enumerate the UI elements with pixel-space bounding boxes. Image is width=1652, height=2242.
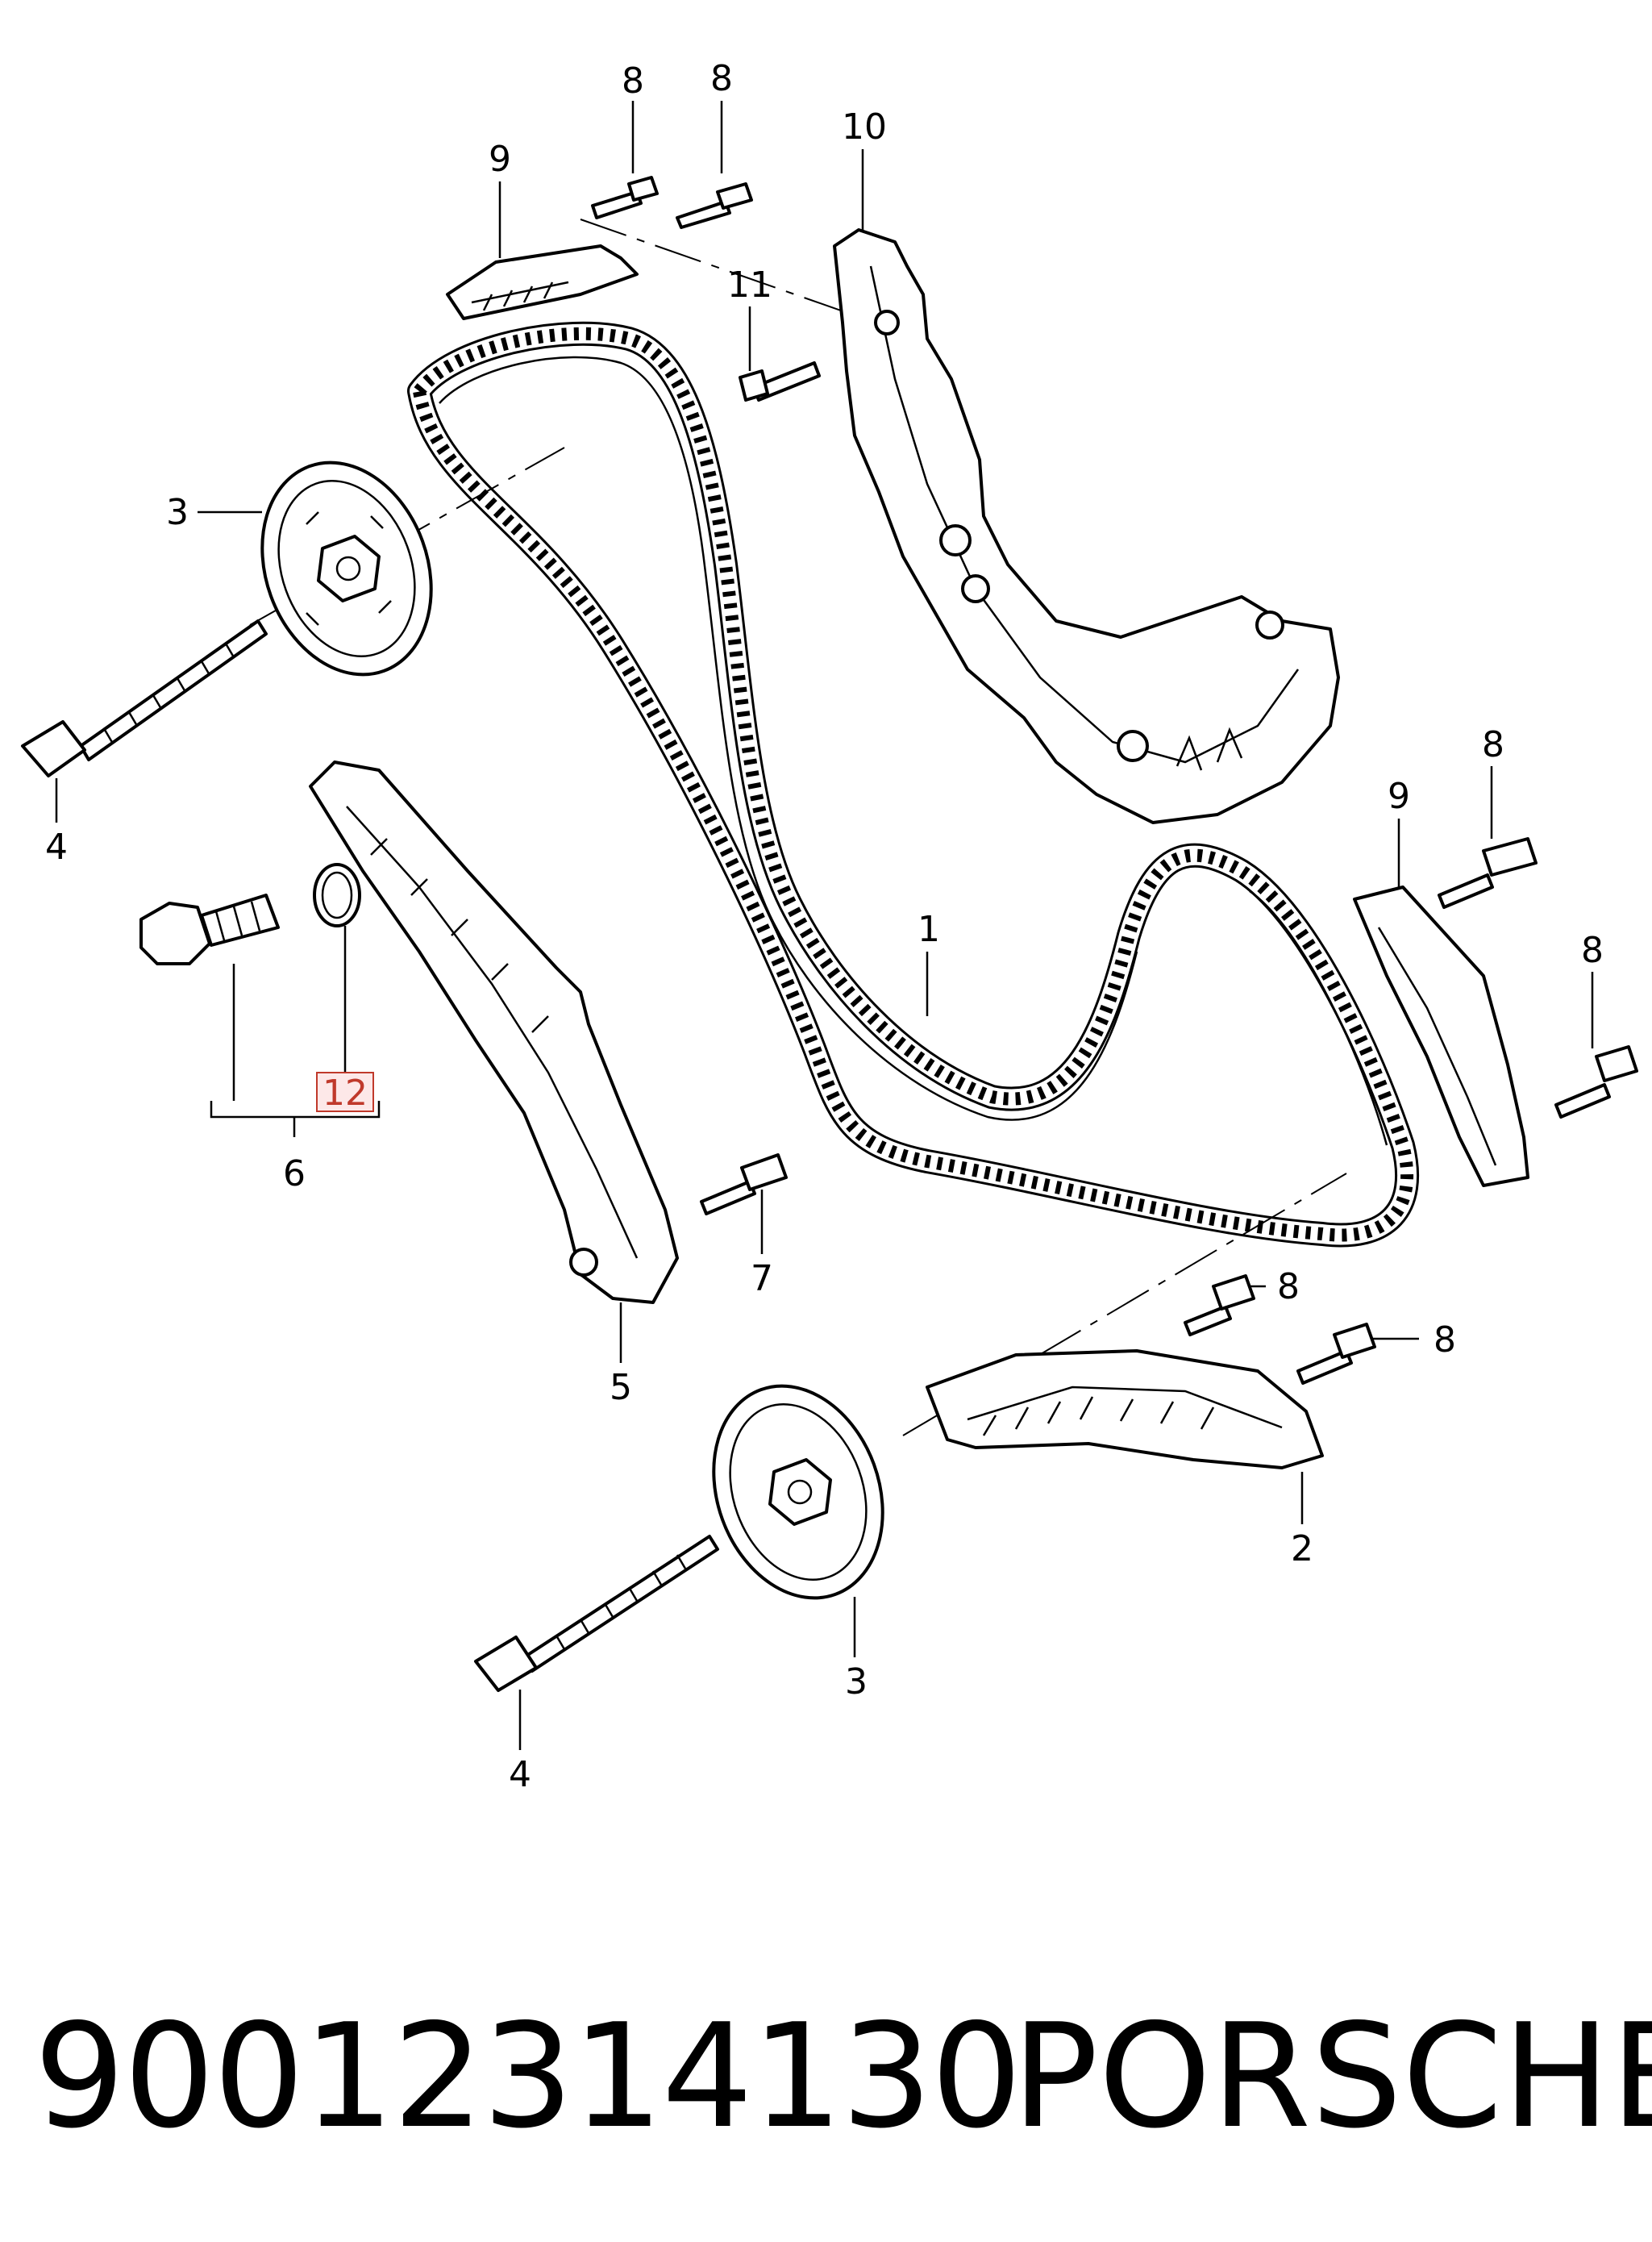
- bolt-right-a: [1438, 837, 1538, 909]
- bolt-4-bottom: [474, 1535, 719, 1692]
- callout-8-bottom-b: 8: [1434, 1319, 1456, 1361]
- callout-3-bottom: 3: [845, 1661, 868, 1702]
- callout-12: 12: [322, 1073, 368, 1114]
- bolt-right-b: [1554, 1045, 1638, 1119]
- bolt-bottom-a: [1184, 1274, 1255, 1336]
- part-number: 90012314130: [34, 1993, 1022, 2160]
- bolt-top-right: [676, 182, 753, 229]
- timing-chain: [407, 321, 1419, 1248]
- bolt-11: [739, 361, 821, 402]
- timing-chain-diagram: 8 8 9 10 11 3 4 12 6 1 7 5 9 8 8 8 8 2 3…: [21, 58, 1638, 1795]
- callout-9-top: 9: [489, 139, 511, 180]
- callout-2: 2: [1291, 1528, 1313, 1569]
- callout-12-highlight: 12: [316, 1072, 374, 1114]
- callout-4-bottom: 4: [509, 1754, 531, 1795]
- sprocket-top: [260, 460, 433, 677]
- callout-8-bottom-a: 8: [1277, 1266, 1300, 1307]
- highlight-box: [316, 1072, 374, 1112]
- brand-name: PORSCHE: [1012, 1993, 1652, 2160]
- leader-lines: [55, 101, 1594, 1750]
- callout-8-right-a: 8: [1482, 724, 1504, 765]
- callout-6: 6: [283, 1153, 306, 1194]
- bolt-top-left: [591, 176, 659, 219]
- tensioner-guide-5: [309, 761, 679, 1304]
- sprocket-bottom: [712, 1384, 884, 1600]
- callouts: 8 8 9 10 11 3 4 12 6 1 7 5 9 8 8 8 8 2 3…: [45, 58, 1604, 1795]
- guide-rail-right: [1353, 886, 1529, 1187]
- bolt-bottom-b: [1296, 1323, 1376, 1385]
- callout-4-top: 4: [45, 827, 68, 868]
- callout-5: 5: [610, 1367, 632, 1408]
- bolt-4-top: [21, 619, 268, 777]
- guide-rail-bottom: [926, 1349, 1324, 1469]
- guide-rail-long: [833, 228, 1340, 824]
- callout-7: 7: [751, 1258, 773, 1299]
- chain-tensioner: [139, 894, 280, 965]
- callout-3-top: 3: [166, 492, 189, 533]
- callout-10: 10: [842, 106, 887, 148]
- callout-11: 11: [727, 265, 772, 306]
- seal-ring-12: [313, 863, 361, 927]
- callout-8-right-b: 8: [1581, 930, 1604, 971]
- callout-1: 1: [918, 909, 940, 950]
- callout-8-top-left: 8: [622, 60, 644, 102]
- guide-rail-top: [446, 244, 639, 320]
- callout-8-top-right: 8: [710, 58, 733, 99]
- callout-9-right: 9: [1388, 776, 1410, 817]
- bolt-7: [700, 1153, 788, 1215]
